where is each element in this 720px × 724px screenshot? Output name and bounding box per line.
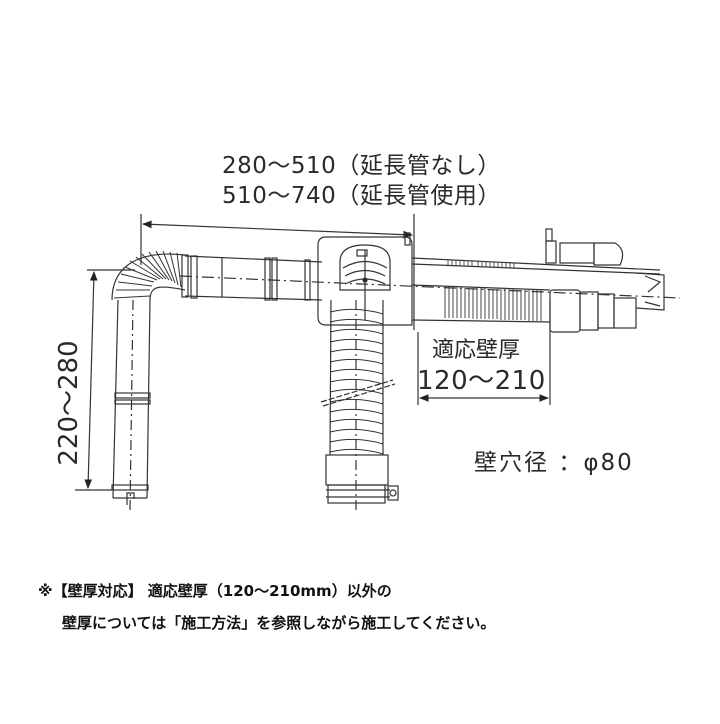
wall-sleeve (411, 257, 661, 323)
wall-thickness-title: 適応壁厚 (432, 338, 521, 363)
wall-hole-diameter: 壁穴径 ：φ80 (474, 450, 634, 476)
wall-thickness-range: 120～210 (417, 366, 546, 396)
note-line-1: ※【壁厚対応】 適応壁厚（120～210mm）以外の (38, 582, 392, 600)
vertical-pipe (111, 299, 151, 511)
flexible-elbow (111, 250, 186, 301)
joint-box (317, 232, 413, 326)
outer-vent-cap (545, 228, 665, 333)
straight-pipe (179, 254, 681, 301)
dimension-vertical: 220～280 (54, 340, 84, 466)
dimension-with-extension: 510～740（延長管使用） (222, 183, 501, 209)
hose-clamp (387, 485, 399, 501)
vertical-dimension-line (75, 269, 135, 491)
dimension-without-extension: 280～510（延長管なし） (222, 153, 501, 179)
note-line-2: 壁厚については「施工方法」を参照しながら施工してください。 (62, 614, 496, 632)
flexible-hose (320, 299, 396, 510)
horizontal-dimension-line (140, 214, 415, 330)
